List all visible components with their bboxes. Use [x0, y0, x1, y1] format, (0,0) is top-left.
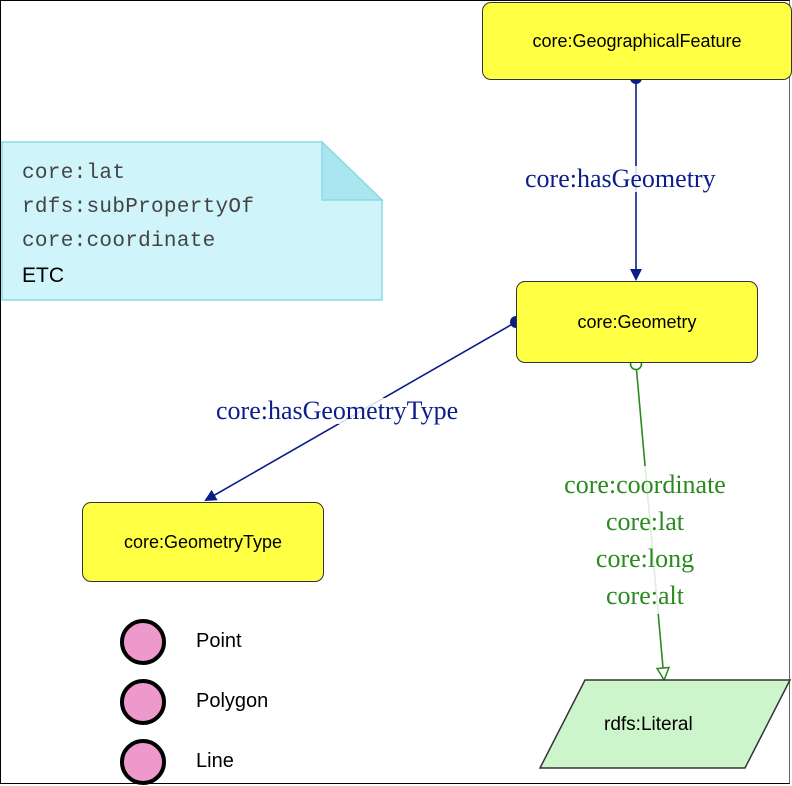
- note: core:lat rdfs:subPropertyOf core:coordin…: [22, 157, 254, 293]
- datatype-property-lat: core:lat: [606, 507, 684, 536]
- class-geographical-feature[interactable]: core:GeographicalFeature: [482, 2, 792, 80]
- note-fold: [321, 140, 384, 201]
- datatype-property-alt: core:alt: [606, 581, 684, 610]
- datatype-property-labels: core:coordinate core:lat core:long core:…: [543, 466, 747, 614]
- note-line-3: core:coordinate: [22, 230, 216, 253]
- individual-polygon-label: Polygon: [196, 690, 269, 712]
- class-geographical-feature-label: core:GeographicalFeature: [532, 30, 742, 51]
- has-geometry-type-label: core:hasGeometryType: [216, 396, 459, 425]
- has-geometry-label: core:hasGeometry: [525, 164, 716, 193]
- note-etc: ETC: [22, 264, 64, 287]
- individual-point-dot: [120, 619, 166, 665]
- datatype-property-long: core:long: [595, 544, 695, 573]
- individual-line[interactable]: [120, 739, 166, 785]
- class-geometry-type-label: core:GeometryType: [123, 531, 283, 552]
- individual-line-label: Line: [196, 750, 234, 772]
- literal-shape: [538, 679, 792, 769]
- class-geometry-label: core:Geometry: [577, 311, 697, 332]
- class-geometry-type[interactable]: core:GeometryType: [82, 502, 324, 582]
- individual-point-label: Point: [196, 630, 242, 652]
- individual-line-dot: [120, 739, 166, 785]
- class-literal-label[interactable]: rdfs:Literal: [604, 714, 693, 735]
- class-geometry[interactable]: core:Geometry: [516, 281, 758, 363]
- note-line-2: rdfs:subPropertyOf: [22, 196, 255, 219]
- datatype-property-coordinate: core:coordinate: [564, 470, 726, 499]
- individual-point[interactable]: [120, 619, 166, 665]
- note-line-1: core:lat: [22, 162, 126, 185]
- note-shape: [1, 141, 383, 301]
- individual-polygon-dot: [120, 679, 166, 725]
- individual-polygon[interactable]: [120, 679, 166, 725]
